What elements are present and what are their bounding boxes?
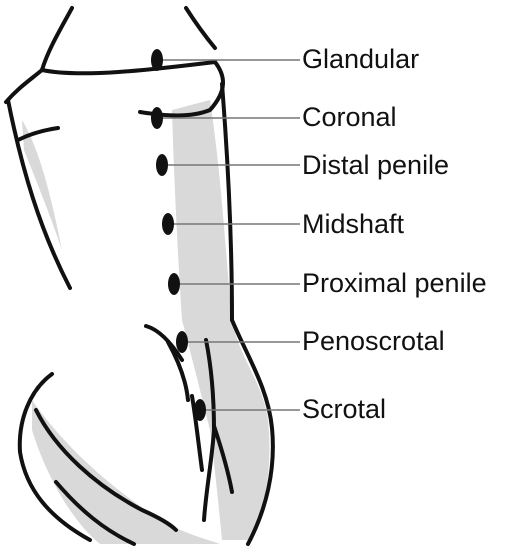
dot-penoscrotal [176, 331, 188, 353]
dot-midshaft [162, 213, 174, 235]
dot-coronal [151, 107, 163, 129]
dot-scrotal [194, 399, 206, 421]
label-midshaft: Midshaft [302, 209, 404, 239]
dot-proximal-penile [168, 273, 180, 295]
glans-left-outline [42, 8, 72, 70]
dot-distal-penile [156, 154, 168, 176]
label-penoscrotal: Penoscrotal [302, 326, 445, 356]
shaft-shading [172, 100, 269, 540]
label-scrotal: Scrotal [302, 394, 386, 424]
shaft-left-edge [6, 70, 42, 102]
dot-glandular [151, 49, 163, 71]
label-distal-penile: Distal penile [302, 150, 449, 180]
glans-rim-outline [42, 62, 215, 73]
label-coronal: Coronal [302, 102, 397, 132]
glans-right-outline [186, 8, 215, 48]
label-glandular: Glandular [302, 44, 419, 74]
shaft-left-curve [8, 100, 70, 288]
label-proximal-penile: Proximal penile [302, 268, 487, 298]
